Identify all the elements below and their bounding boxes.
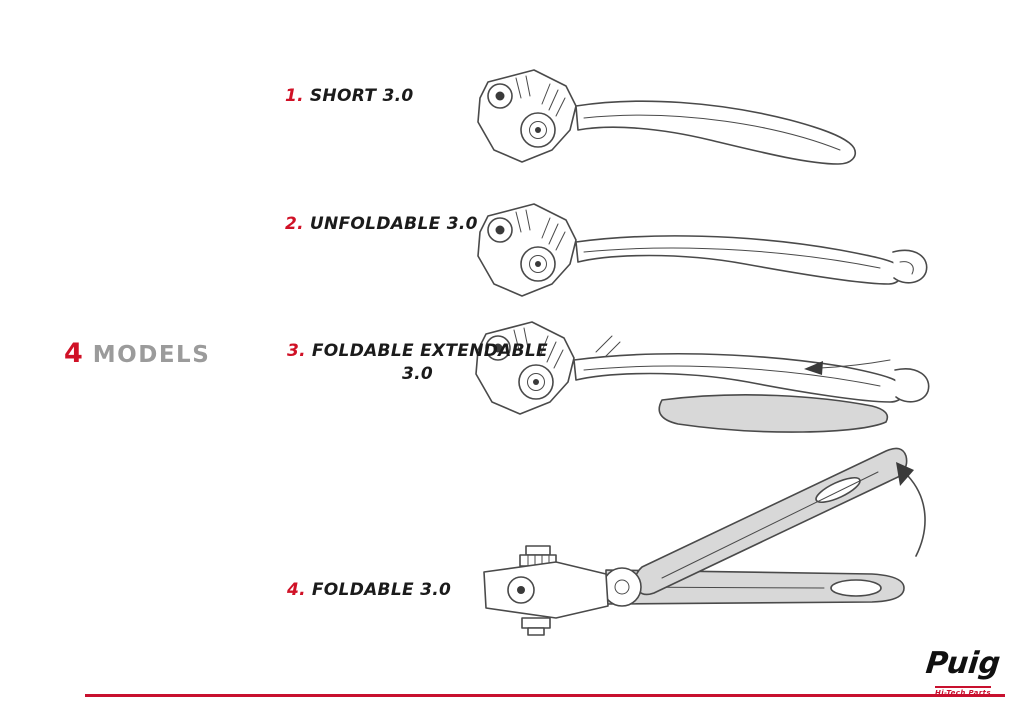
extend-arrow-icon — [804, 359, 891, 375]
model-1-label: 1.SHORT 3.0 — [285, 86, 413, 106]
model-4-name: FOLDABLE 3.0 — [311, 580, 452, 600]
model-2-number: 2. — [285, 214, 304, 234]
model-2-label: 2.UNFOLDABLE 3.0 — [285, 214, 478, 234]
arm-slot — [830, 579, 882, 597]
fold-joint — [602, 567, 642, 607]
brand-name: Puig — [924, 646, 1002, 681]
lever-short-drawing — [477, 69, 856, 165]
model-2-name: UNFOLDABLE 3.0 — [309, 214, 478, 234]
footer-accent-rule — [85, 694, 1005, 697]
models-word: MODELS — [92, 342, 211, 368]
pivot-assembly-icon — [477, 203, 577, 297]
model-3-name: FOLDABLE EXTENDABLE — [311, 341, 548, 361]
models-count: 4 — [64, 338, 83, 369]
lever-foldable-extendable-drawing — [475, 321, 930, 433]
blade-slot — [815, 476, 861, 504]
extendable-slider — [658, 394, 889, 433]
model-3-line2: 3.0 — [401, 364, 433, 384]
lever-blade — [575, 100, 856, 165]
models-heading: 4 MODELS — [64, 338, 210, 369]
blade-tip-curl — [892, 249, 928, 284]
lever-foldable-drawing — [483, 447, 926, 636]
lever-unfoldable-drawing — [477, 203, 928, 297]
pivot-assembly-icon — [475, 321, 575, 415]
clamp-assembly-icon — [483, 545, 609, 636]
model-3-number: 3. — [287, 341, 306, 361]
brand-tagline: Hi-Tech Parts — [935, 685, 991, 697]
model-1-name: SHORT 3.0 — [309, 86, 414, 106]
lever-blade — [575, 235, 903, 285]
brand-logo: Puig Hi-Tech Parts — [924, 646, 1002, 699]
fold-arrow-icon — [896, 462, 926, 557]
model-1-number: 1. — [285, 86, 304, 106]
pivot-assembly-icon — [477, 69, 577, 163]
blade-tip-curl — [894, 368, 930, 403]
model-3-label: 3.FOLDABLE EXTENDABLE 3.0 — [287, 341, 548, 384]
model-4-label: 4.FOLDABLE 3.0 — [287, 580, 451, 600]
model-4-number: 4. — [287, 580, 306, 600]
model-3-line1: 3.FOLDABLE EXTENDABLE — [287, 341, 548, 361]
